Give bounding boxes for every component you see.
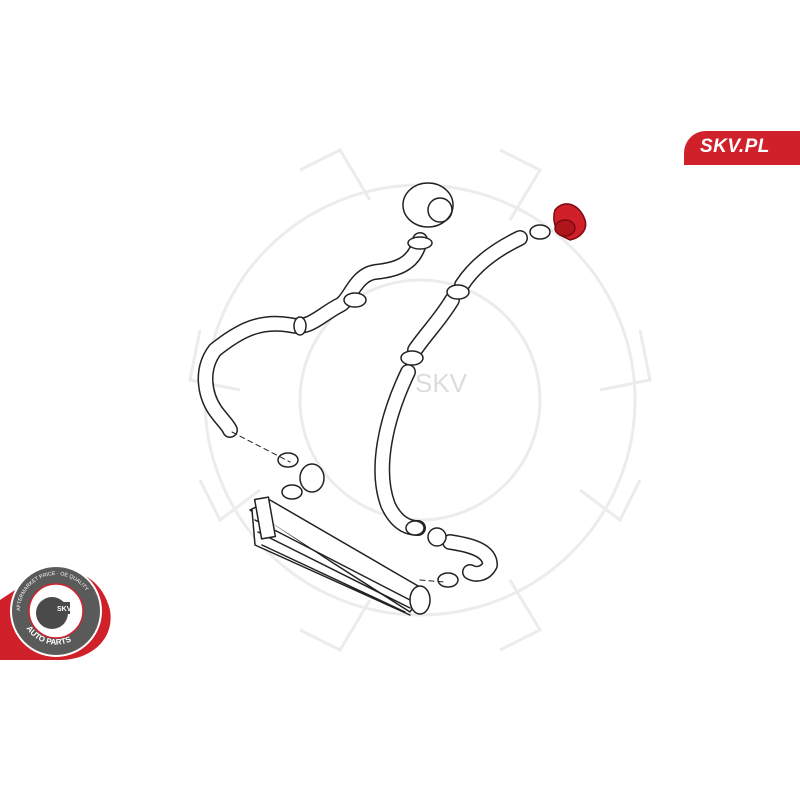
brand-label: SKV.PL — [700, 136, 770, 157]
highlighted-part — [553, 203, 587, 241]
brand-tab — [684, 131, 800, 165]
badge-center-text: SKV — [57, 606, 72, 613]
hose-clamps — [277, 224, 551, 588]
turbo-outlet — [402, 182, 454, 228]
skv-auto-parts-badge: SKV AFTERMARKET PRICE · OE QUALITY AUTO … — [0, 565, 111, 660]
assembly-lines — [231, 431, 446, 583]
intercooler — [249, 496, 431, 616]
watermark-text: SKV — [415, 368, 468, 398]
